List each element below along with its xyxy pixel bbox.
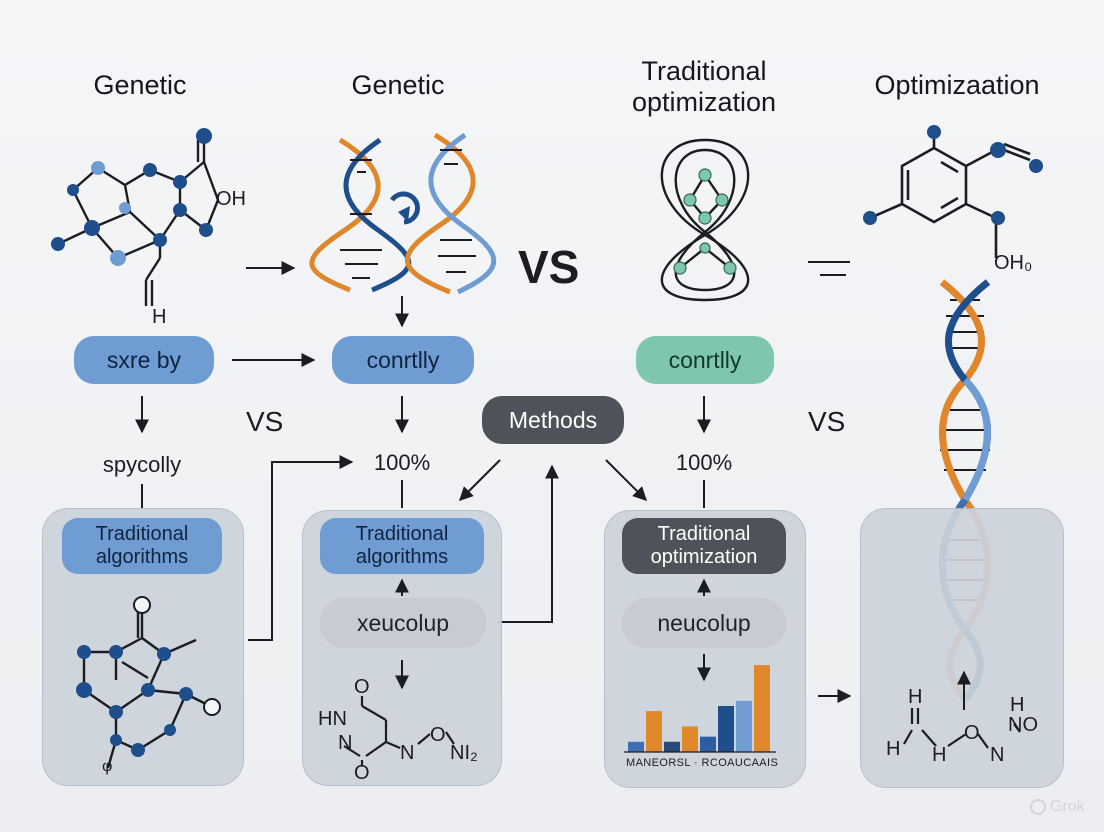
header-col3-line2: optimization (631, 87, 777, 117)
vs-right: VS (808, 406, 846, 437)
panel2-sub-pill[interactable]: xeucolup (320, 598, 486, 648)
chart-caption: MANEORSL · RCOAUCAAIS (626, 757, 779, 769)
label-col2-pct: 100% (373, 450, 431, 475)
bar-1 (628, 741, 644, 752)
panel3-title[interactable]: Traditional optimization (622, 518, 786, 574)
panel2-title[interactable]: Traditional algorithms (320, 518, 484, 574)
label-col1-mid: spycolly (102, 452, 182, 477)
bar-5 (700, 736, 716, 752)
c1-oh-label: OH (216, 188, 246, 210)
bar-3 (664, 741, 680, 752)
bar-4 (682, 726, 698, 752)
watermark-label: Grok (1050, 798, 1085, 815)
bar-8 (754, 665, 770, 752)
panel2-sub-label: xeucolup (356, 609, 450, 636)
header-col2: Genetic (351, 70, 445, 100)
p2-o-top: O (354, 676, 370, 698)
panel1-title-line2: algorithms (95, 546, 189, 568)
p4-h-top: H (1010, 694, 1025, 716)
panel2-title-line1: Traditional (355, 523, 449, 545)
p4-h1: H (908, 686, 923, 708)
pill-col3-top[interactable]: conrtlly (636, 336, 774, 384)
header-col1: Genetic (93, 70, 187, 100)
pill-col2-top-label: conrtlly (366, 346, 440, 373)
watermark-icon (1030, 799, 1046, 815)
vs-left: VS (246, 406, 284, 437)
watermark: Grok (1030, 798, 1085, 816)
vs-center: VS (518, 241, 580, 293)
benzene-molecule-icon (869, 130, 1031, 258)
p2-o2: O (430, 724, 446, 746)
p2-ni2: NI₂ (450, 742, 478, 764)
molecule-panel4-icon (903, 708, 1021, 749)
panel3-sub-label: neucolup (657, 609, 751, 636)
p1-glyph: φ (102, 758, 113, 775)
panel3-sub-pill[interactable]: neucolup (622, 598, 786, 648)
p4-n: N (990, 744, 1005, 766)
p4-h2: H (886, 738, 901, 760)
pill-methods-label: Methods (508, 406, 598, 433)
pill-col2-top[interactable]: conrtlly (332, 336, 474, 384)
p4-no: NO (1008, 714, 1038, 736)
p4-h3: H (932, 744, 947, 766)
bar-2 (646, 711, 662, 752)
pill-col1-top[interactable]: sxre by (74, 336, 214, 384)
p2-o-bottom: O (354, 762, 370, 784)
panel1-title-line1: Traditional (95, 523, 189, 545)
p2-hn: HN (318, 708, 347, 730)
panel1-title[interactable]: Traditional algorithms (62, 518, 222, 574)
p4-o: O (964, 722, 980, 744)
panel2-title-line2: algorithms (355, 546, 449, 568)
bar-chart (624, 665, 776, 753)
panel-col4 (860, 508, 1064, 788)
molecule-panel2-icon (343, 696, 455, 766)
pill-col1-top-label: sxre by (106, 346, 182, 373)
c1-h-label: H (152, 306, 167, 328)
label-col3-pct: 100% (675, 450, 733, 475)
c4-oh-label: OH₀ (994, 252, 1033, 274)
panel3-title-line2: optimization (650, 546, 758, 568)
pill-col3-top-label: conrtlly (668, 346, 742, 373)
dna-double-helix-icon (309, 132, 497, 295)
p2-n2: N (400, 742, 415, 764)
header-col3-line1: Traditional (641, 56, 767, 86)
bar-7 (736, 700, 752, 752)
p2-n: N (338, 732, 353, 754)
panel3-title-line1: Traditional (657, 523, 751, 545)
header-col4: Optimizaation (874, 70, 1040, 100)
pill-methods[interactable]: Methods (482, 396, 624, 444)
bar-6 (718, 706, 734, 752)
swap-icon (389, 191, 420, 225)
